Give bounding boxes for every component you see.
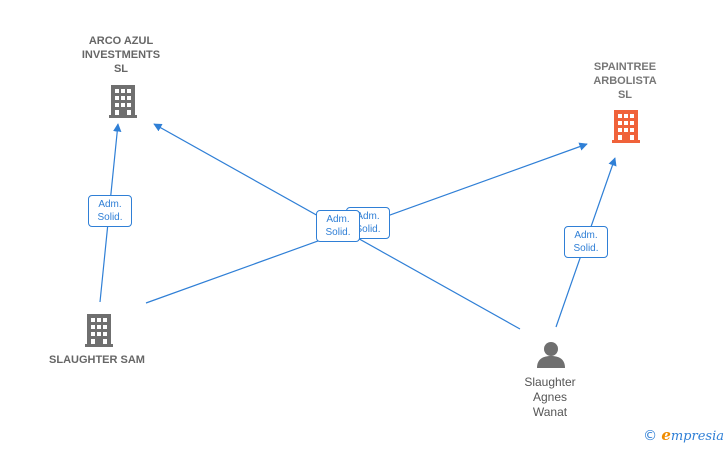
edge-label-sam-arco[interactable]: Adm. Solid. [88,195,132,227]
edge-label-agnes-spaintree[interactable]: Adm. Solid. [564,226,608,258]
node-label-slaughter-agnes-wanat[interactable]: Slaughter Agnes Wanat [524,375,576,419]
node-label-spaintree[interactable]: SPAINTREE ARBOLISTA SL [593,61,657,101]
building-icon [612,110,640,143]
building-icon [85,314,113,347]
brand-initial: e [661,426,671,444]
brand-logo: © empresia [643,426,724,444]
node-label-slaughter-sam[interactable]: SLAUGHTER SAM [49,354,145,366]
brand-name: mpresia [670,429,724,444]
copyright-icon: © [643,428,658,444]
person-icon [537,342,565,368]
building-icon [109,85,137,118]
node-label-arco-azul[interactable]: ARCO AZUL INVESTMENTS SL [81,35,161,75]
edge-label-agnes-arco[interactable]: Adm. Solid. [316,210,360,242]
